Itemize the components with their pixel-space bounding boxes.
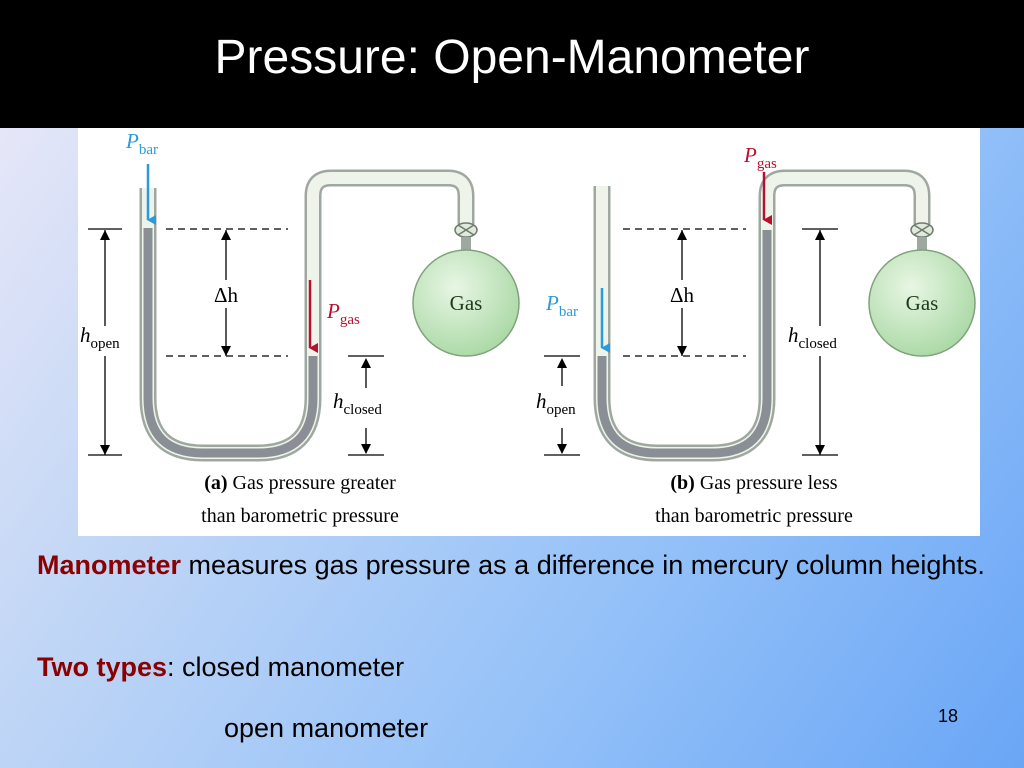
flask-label-b: Gas bbox=[906, 291, 939, 315]
delta-h-label-a: Δh bbox=[214, 283, 239, 307]
manometer-description: measures gas pressure as a difference in… bbox=[181, 550, 985, 580]
caption-b-line2: than barometric pressure bbox=[655, 505, 853, 527]
slide-title: Pressure: Open-Manometer bbox=[214, 31, 810, 84]
h-open-label-a: hopen bbox=[80, 323, 120, 352]
manometer-definition: Manometer measures gas pressure as a dif… bbox=[37, 547, 997, 583]
caption-a-line1: (a) Gas pressure greater bbox=[204, 472, 396, 494]
p-gas-label-a: Pgas bbox=[326, 299, 360, 328]
h-closed-label-b: hclosed bbox=[788, 323, 837, 352]
flask-b bbox=[868, 249, 976, 357]
manometer-figure: Gas Pbar Pgas Δh bbox=[78, 128, 980, 536]
types-term: Two types bbox=[37, 652, 168, 682]
mercury-b bbox=[597, 230, 772, 458]
h-open-label-b: hopen bbox=[536, 389, 576, 418]
caption-a-line2: than barometric pressure bbox=[201, 505, 399, 527]
h-closed-label-a: hclosed bbox=[333, 389, 382, 418]
panel-a: Gas Pbar Pgas Δh bbox=[80, 129, 520, 527]
types-colon: : bbox=[167, 652, 183, 682]
flask-a bbox=[412, 249, 520, 357]
p-bar-label-a: Pbar bbox=[125, 129, 158, 158]
caption-b-line1: (b) Gas pressure less bbox=[670, 472, 837, 494]
type-open: open manometer bbox=[224, 713, 429, 743]
type-closed: closed manometer bbox=[182, 652, 405, 682]
manometer-diagram: Gas Pbar Pgas Δh bbox=[80, 129, 976, 527]
p-bar-label-b: Pbar bbox=[545, 291, 578, 320]
p-gas-label-b: Pgas bbox=[743, 143, 777, 172]
delta-h-label-b: Δh bbox=[670, 283, 695, 307]
panel-b: Gas Pgas Pbar Δh bbox=[536, 143, 976, 527]
mercury-a bbox=[143, 228, 318, 458]
title-bar bbox=[0, 0, 1024, 128]
flask-label-a: Gas bbox=[450, 291, 483, 315]
manometer-term: Manometer bbox=[37, 550, 182, 580]
page-number: 18 bbox=[938, 706, 959, 726]
types-line: Two types: closed manometer bbox=[37, 649, 404, 685]
